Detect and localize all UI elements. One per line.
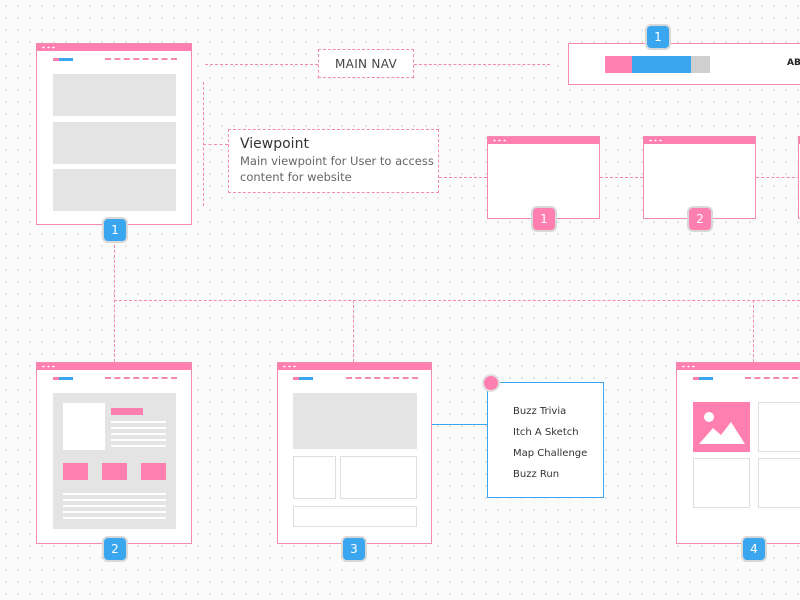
connector-page3-up [353, 300, 354, 362]
submenu-item[interactable]: Itch A Sketch [513, 427, 579, 438]
window-topbar [278, 363, 431, 370]
badge-view2: 2 [687, 206, 713, 232]
nav-links [105, 58, 177, 60]
viewpoint-label: Viewpoint Main viewpoint for User to acc… [228, 129, 439, 193]
text-lines [111, 421, 166, 449]
submenu-item[interactable]: Buzz Run [513, 469, 560, 480]
connector-main-nav-right [414, 64, 550, 65]
image-icon [699, 412, 745, 444]
viewpoint-title: Viewpoint [240, 136, 309, 152]
content-card [293, 456, 336, 499]
page-2-wireframe [36, 362, 192, 544]
connector-view1-view2 [600, 177, 643, 178]
connector-main-nav-left [205, 64, 318, 65]
logo-icon [693, 377, 713, 380]
connector-viewpoint-left [203, 144, 228, 145]
hero-block [293, 393, 417, 449]
viewpoint-desc-1: Main viewpoint for User to access [240, 154, 434, 168]
viewpoint-desc-2: content for website [240, 170, 352, 184]
window-topbar [677, 363, 800, 370]
submenu-item[interactable]: Buzz Trivia [513, 406, 567, 417]
logo-icon [53, 377, 73, 380]
nav-bar-pink-segment [605, 56, 632, 73]
logo-icon [293, 377, 313, 380]
content-block [53, 74, 176, 116]
content-card [758, 402, 800, 452]
submenu-node-dot [482, 374, 500, 392]
page-4-wireframe [676, 362, 800, 544]
view-frame-2 [643, 136, 756, 219]
badge-page2: 2 [102, 536, 128, 562]
main-nav-bar: ABC [568, 43, 800, 85]
content-card [758, 458, 800, 508]
view-frame-1 [487, 136, 600, 219]
connector-view2-view3 [756, 177, 800, 178]
submenu-item[interactable]: Map Challenge [513, 448, 588, 459]
window-topbar [644, 137, 755, 144]
nav-bar-blue-segment [632, 56, 691, 73]
home-wireframe [36, 43, 192, 225]
connector-home-down [114, 240, 115, 362]
badge-page3: 3 [341, 536, 367, 562]
page-3-wireframe [277, 362, 432, 544]
nav-bar-text: ABC [787, 58, 800, 68]
nav-links [346, 377, 418, 379]
text-lines [63, 493, 166, 523]
connector-submenu [432, 424, 488, 425]
heading-placeholder [111, 408, 143, 415]
content-block [53, 122, 176, 164]
main-nav-label: MAIN NAV [318, 49, 414, 78]
main-nav-text: MAIN NAV [335, 56, 397, 71]
content-card [340, 456, 417, 499]
nav-bar-grey-segment [691, 56, 710, 73]
button-placeholder [141, 463, 166, 480]
window-topbar [37, 44, 191, 51]
badge-home: 1 [102, 217, 128, 243]
image-placeholder [63, 403, 105, 450]
window-topbar [37, 363, 191, 370]
content-panel [53, 393, 176, 529]
button-placeholder [102, 463, 127, 480]
connector-page4-up [753, 300, 754, 362]
button-placeholder [63, 463, 88, 480]
connector-tree-horizontal [114, 300, 800, 301]
badge-top-right: 1 [645, 24, 671, 50]
badge-page4: 4 [741, 536, 767, 562]
submenu-box: Buzz Trivia Itch A Sketch Map Challenge … [487, 382, 604, 498]
image-card [693, 402, 750, 452]
connector-viewpoint-right [439, 177, 487, 178]
content-card [693, 458, 750, 508]
footer-block [293, 506, 417, 527]
content-block [53, 169, 176, 211]
logo-icon [53, 58, 73, 61]
nav-links [745, 377, 800, 379]
window-topbar [488, 137, 599, 144]
badge-view1: 1 [531, 206, 557, 232]
nav-links [105, 377, 177, 379]
